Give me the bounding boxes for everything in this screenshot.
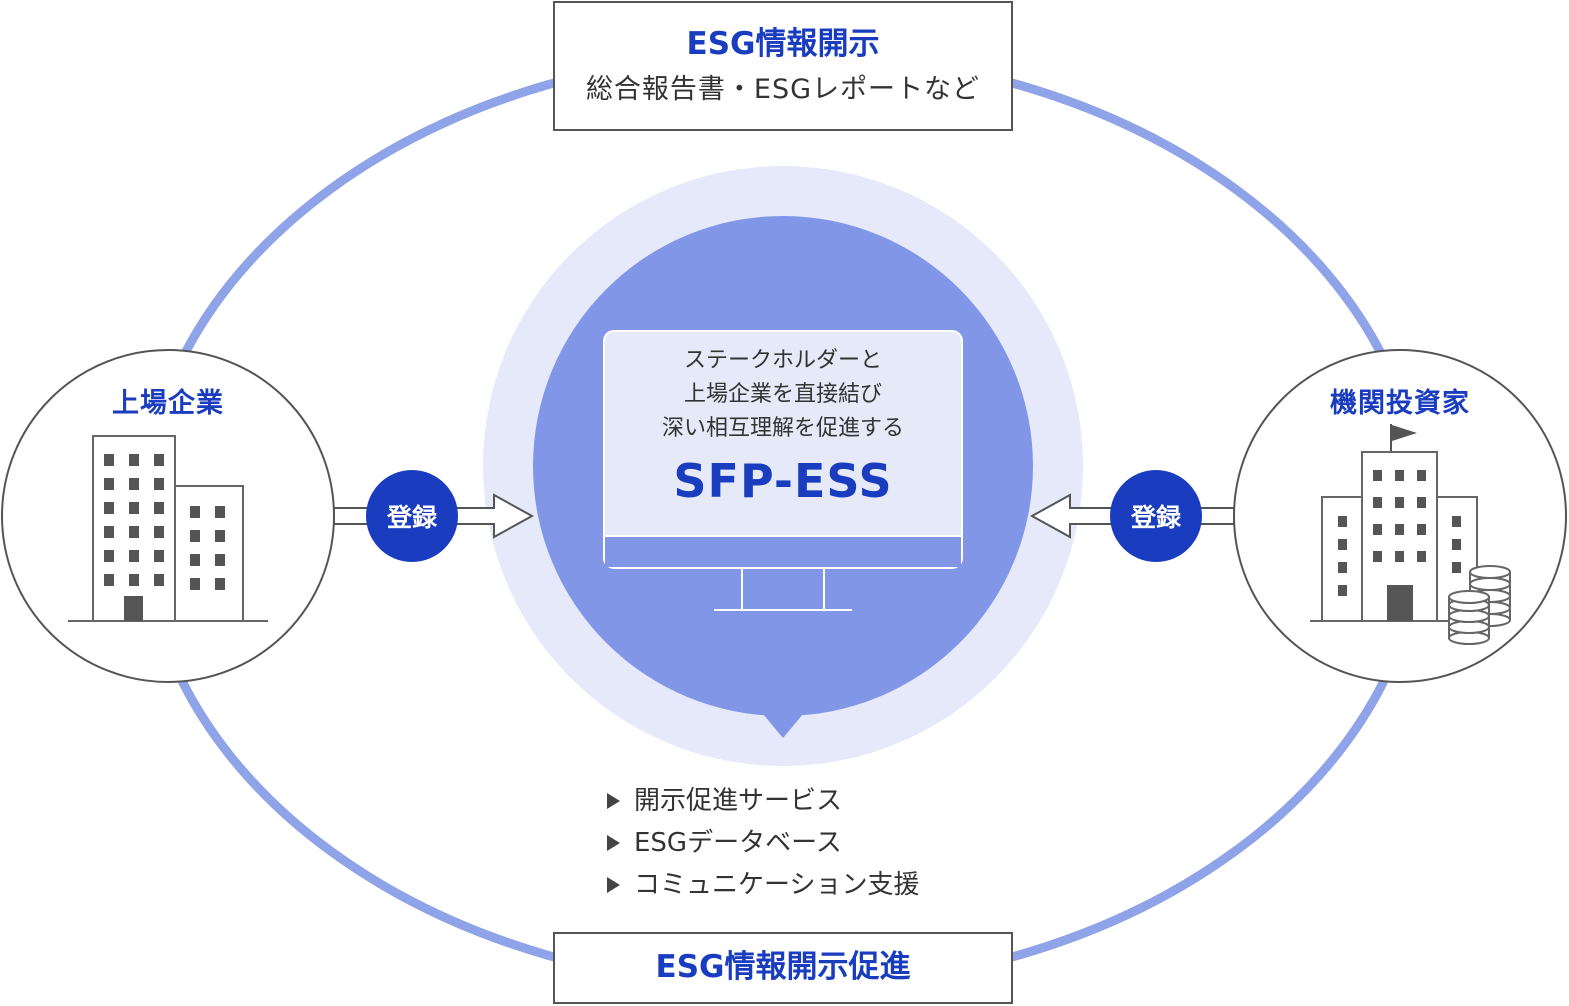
center-description-line-3: 深い相互理解を促進する	[661, 416, 904, 441]
register-badge-left: 登録	[366, 470, 458, 562]
product-name: SFP-ESS	[673, 454, 893, 508]
esg-disclosure-subtitle: 総合報告書・ESGレポートなど	[585, 74, 981, 106]
esg-disclosure-title: ESG情報開示	[686, 25, 880, 62]
esg-promotion-box: ESG情報開示促進	[553, 932, 1013, 1004]
investor-building-with-coins-icon	[1310, 424, 1511, 645]
register-badge-right: 登録	[1110, 470, 1202, 562]
feature-label: 開示促進サービス	[634, 786, 843, 816]
investor-label: 機関投資家	[1330, 388, 1470, 419]
center-description-line-2: 上場企業を直接結び	[683, 382, 882, 407]
triangle-bullet-icon	[607, 877, 620, 893]
feature-item: ESGデータベース	[607, 822, 919, 864]
esg-promotion-title: ESG情報開示促進	[655, 949, 911, 986]
feature-label: ESGデータベース	[634, 828, 842, 858]
office-building-icon	[68, 435, 268, 622]
monitor-icon	[603, 330, 963, 611]
feature-item: コミュニケーション支援	[607, 864, 919, 906]
feature-label: コミュニケーション支援	[634, 870, 920, 900]
triangle-bullet-icon	[607, 835, 620, 851]
triangle-bullet-icon	[607, 793, 620, 809]
esg-disclosure-box: ESG情報開示 総合報告書・ESGレポートなど	[553, 1, 1013, 131]
feature-item: 開示促進サービス	[607, 780, 919, 822]
center-description-line-1: ステークホルダーと	[683, 348, 882, 373]
center-pointer	[758, 708, 808, 738]
feature-list: 開示促進サービス ESGデータベース コミュニケーション支援	[607, 780, 919, 906]
listed-company-label: 上場企業	[112, 388, 224, 419]
